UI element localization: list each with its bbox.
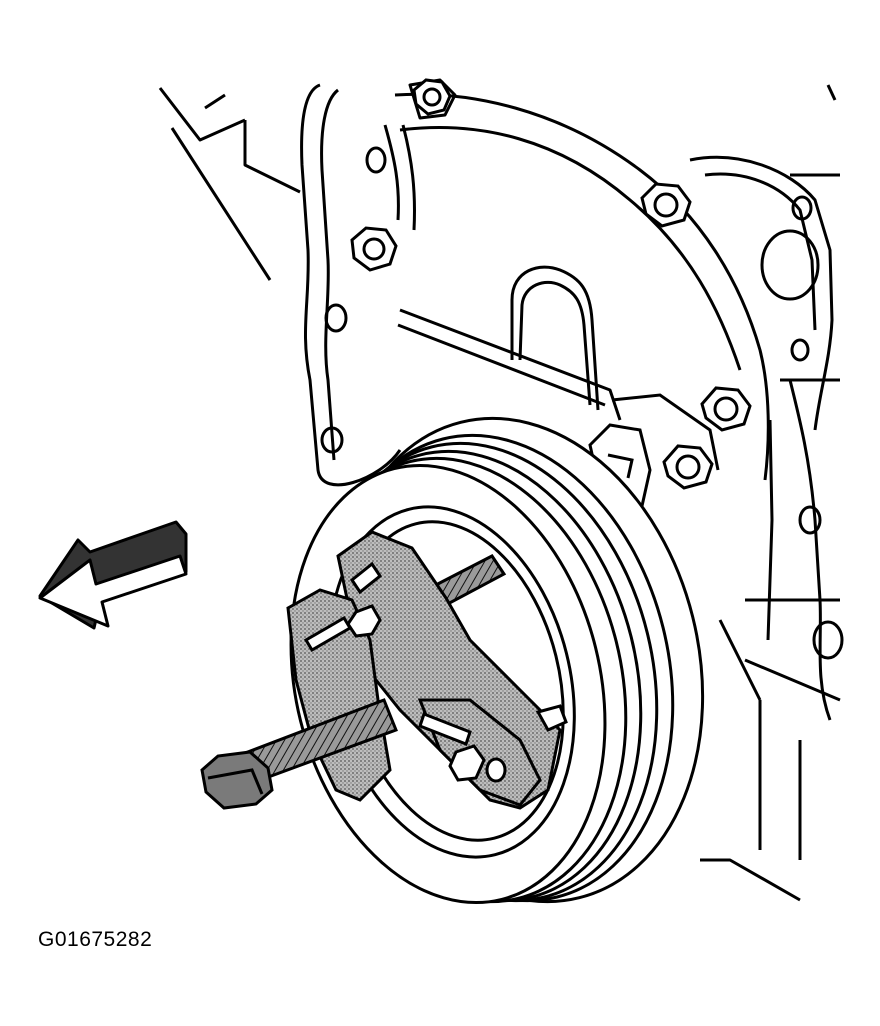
forcing-screw-head (200, 750, 274, 810)
arrow-left-icon (38, 520, 188, 630)
bolt-lower-right (662, 444, 714, 490)
bolt-top-center (412, 78, 452, 116)
timing-cover (158, 78, 844, 902)
bolt-upper-right (640, 182, 692, 228)
figure-id-label: G01675282 (38, 928, 153, 951)
balancer-puller-tool (200, 530, 568, 810)
bolt-upper-left (350, 226, 398, 272)
bolt-mid-right (700, 386, 752, 432)
